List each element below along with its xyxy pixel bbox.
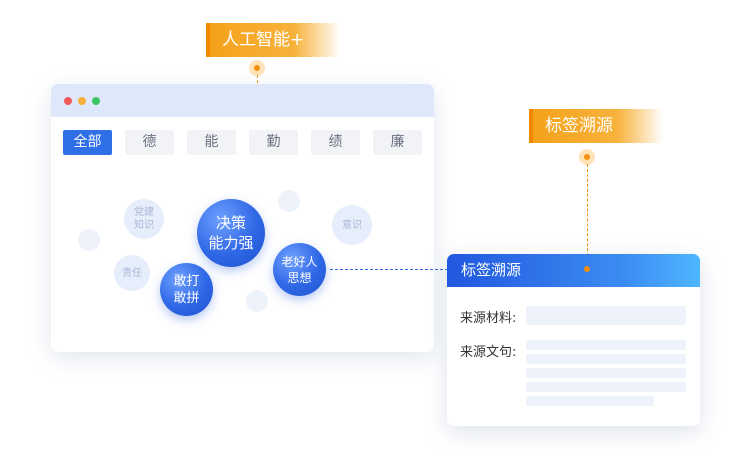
ai-plus-callout: 人工智能+ [206,23,340,57]
tag-bubble-line: 决策 [215,214,246,232]
tag-trace-card-title: 标签溯源 [461,261,522,279]
ghost-bubble [278,190,300,212]
ghost-bubble [78,229,100,251]
ai-plus-pin-icon [251,62,263,74]
tag-bubble-decision-ability[interactable]: 决策 能力强 [197,199,265,267]
tab-performance[interactable]: 绩 [311,130,360,155]
tag-bubble-responsibility[interactable]: 责任 [114,255,150,291]
source-material-field[interactable] [526,306,686,325]
minimize-dot-icon[interactable] [78,97,86,105]
tab-integrity[interactable]: 廉 [373,130,422,155]
tag-bubble-line: 意识 [342,219,362,231]
window-titlebar [51,84,434,117]
sentence-line [526,354,686,364]
tag-bubble-line: 敢拼 [173,290,200,306]
tab-diligence[interactable]: 勤 [249,130,298,155]
tag-bubble-good-person[interactable]: 老好人 思想 [273,243,326,296]
tag-bubble-daring[interactable]: 敢打 敢拼 [160,263,213,316]
source-sentence-label: 来源文句: [460,345,517,360]
maximize-dot-icon[interactable] [92,97,100,105]
ghost-bubble [246,290,268,312]
tag-bubble-line: 能力强 [208,234,254,252]
tag-trace-connector-line [587,164,588,266]
tag-bubble-line: 责任 [122,267,142,279]
sentence-line [526,396,654,406]
tag-bubble-line: 知识 [134,220,154,231]
source-material-label: 来源材料: [460,311,517,326]
tag-trace-callout-label: 标签溯源 [545,116,613,136]
tag-trace-card-header: 标签溯源 [447,254,700,287]
tag-bubble-awareness[interactable]: 意识 [332,205,372,245]
ai-plus-label: 人工智能+ [222,30,305,50]
tag-bubble-line: 思想 [287,270,312,285]
sentence-line [526,340,686,350]
tab-ability[interactable]: 能 [187,130,236,155]
tag-trace-card: 标签溯源 来源材料: 来源文句: [447,254,700,426]
tag-bubble-line: 敢打 [173,273,200,289]
tag-bubble-line: 党建 [134,207,154,218]
tab-virtue[interactable]: 德 [125,130,174,155]
tag-trace-callout: 标签溯源 [529,109,663,143]
tag-bubble-line: 老好人 [281,254,318,269]
sentence-line [526,368,686,378]
bubble-to-card-connector [330,269,448,270]
tag-trace-pin-icon [581,151,593,163]
tag-cloud-window: 全部 德 能 勤 绩 廉 党建 知识 责任 意识 决策 能力强 敢打 敢拼 老好… [51,84,434,352]
tag-bubble-party-knowledge[interactable]: 党建 知识 [124,199,164,239]
sentence-line [526,382,686,392]
close-dot-icon[interactable] [64,97,72,105]
tag-trace-anchor-dot-icon [584,266,590,272]
tab-all[interactable]: 全部 [63,130,112,155]
